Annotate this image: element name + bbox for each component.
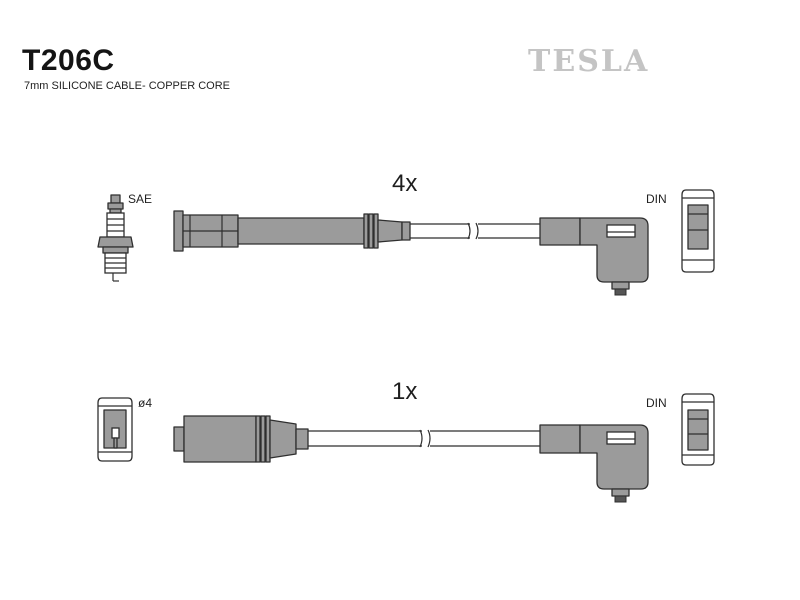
row1-right-label: DIN — [646, 192, 667, 206]
row2-distributor-boot — [539, 424, 649, 503]
row2-right-label: DIN — [646, 396, 667, 410]
row1-left-label: SAE — [128, 192, 153, 206]
row2-din-terminal-icon — [681, 393, 715, 466]
cable-description: 7mm SILICONE CABLE- COPPER CORE — [24, 80, 230, 92]
row2-cable — [308, 429, 540, 448]
row2-terminal-icon — [97, 397, 133, 462]
row1-din-terminal-icon — [681, 189, 715, 273]
row2-quantity: 1x — [392, 378, 418, 405]
row2-plug-boot — [173, 415, 309, 463]
row1-quantity: 4x — [392, 170, 418, 197]
row2-left-label: ø4 — [138, 396, 153, 410]
part-number: T206C — [22, 44, 115, 77]
row1-cable — [410, 222, 540, 240]
row1-plug-boot — [173, 210, 411, 252]
row1-distributor-boot — [539, 217, 649, 296]
spark-plug-icon — [97, 194, 134, 282]
brand-logo: TESLA — [528, 44, 650, 79]
